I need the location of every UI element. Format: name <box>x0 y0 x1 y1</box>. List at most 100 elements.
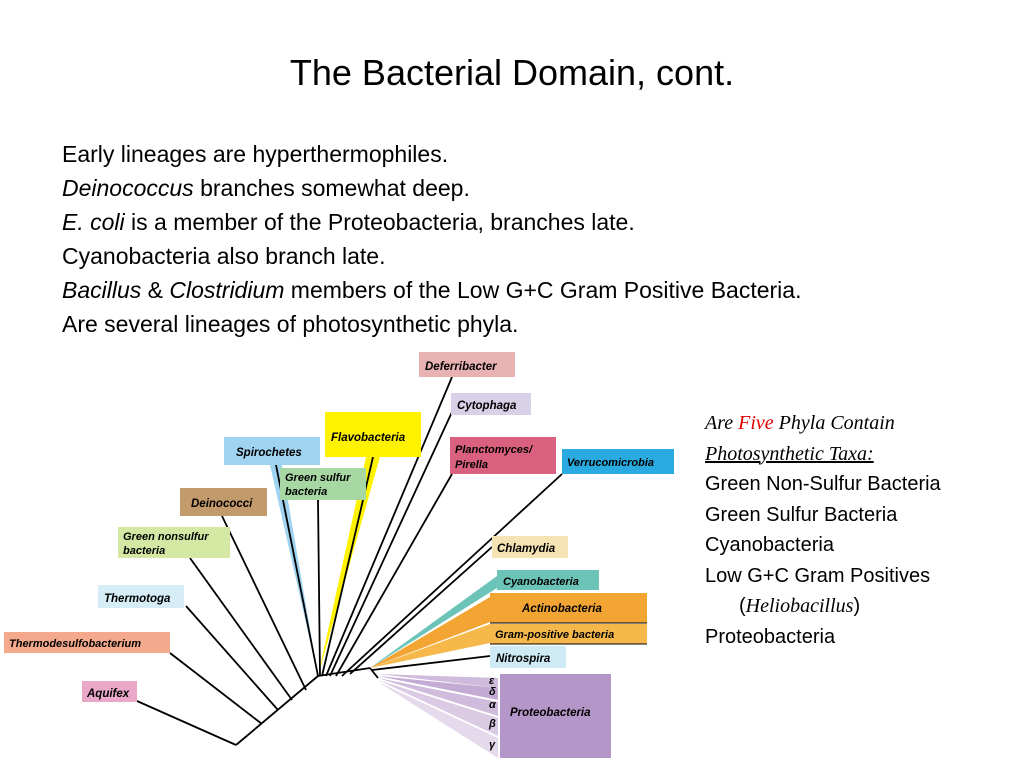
branch-planctomyces <box>335 473 453 677</box>
branch-main <box>317 667 371 677</box>
sidebar-heading-line2: Photosynthetic Taxa: <box>705 439 941 470</box>
subdivision-epsilon: ε <box>489 675 495 687</box>
bullet-deinococcus: Deinococcus branches somewhat deep. <box>62 171 801 205</box>
branch-cytophaga <box>329 411 453 677</box>
label-green-nonsulfur: Green nonsulfur bacteria <box>118 527 230 558</box>
proteobacteria-subdivisions: ε δ α β γ <box>488 675 497 751</box>
sidebar-item: Green Sulfur Bacteria <box>705 503 898 526</box>
proteobacteria-wedge-epsilon <box>378 674 498 688</box>
bullet-italic: Clostridium <box>169 277 285 303</box>
paren-open: ( <box>739 595 746 617</box>
label-text: bacteria <box>123 545 165 557</box>
branch-spirochetes <box>275 464 319 677</box>
subdivision-gamma: γ <box>489 739 496 751</box>
branch-chlamydia <box>349 546 493 675</box>
branch-thermodesulfobacterium <box>169 652 263 725</box>
label-cyanobacteria: Cyanobacteria <box>497 570 599 590</box>
branch-aquifex <box>136 700 237 746</box>
branch-trunk <box>235 675 319 746</box>
label-text: Green nonsulfur <box>123 531 209 543</box>
label-deinococci: Deinococci <box>180 488 267 516</box>
subdivision-beta: β <box>488 718 496 730</box>
bullet-text: branches somewhat deep. <box>193 175 470 201</box>
label-text: Chlamydia <box>497 543 556 555</box>
bullet-bacillus: Bacillus & Clostridium members of the Lo… <box>62 273 801 307</box>
branch-nitrospira <box>371 655 491 671</box>
spirochetes-wedge <box>270 465 318 676</box>
branch-thermotoga <box>185 605 279 711</box>
label-spirochetes: Spirochetes <box>224 437 320 465</box>
cyanobacteria-wedge <box>370 576 497 668</box>
slide-title: The Bacterial Domain, cont. <box>289 52 735 93</box>
bullet-text: Cyanobacteria also branch late. <box>62 243 386 269</box>
actinobacteria-wedge <box>370 597 490 668</box>
bullet-italic: E. coli <box>62 209 125 235</box>
proteobacteria-wedge-alpha <box>378 678 498 716</box>
label-text: bacteria <box>285 486 327 498</box>
label-gram-positive: Gram-positive bacteria <box>490 624 647 644</box>
label-text: Spirochetes <box>236 447 302 459</box>
bullet-text: Are several lineages of photosynthetic p… <box>62 311 519 337</box>
label-text: Nitrospira <box>496 653 551 665</box>
proteobacteria-wedge-gamma <box>378 682 498 758</box>
label-aquifex: Aquifex <box>82 681 137 702</box>
sidebar-sub-item: (Heliobacillus) <box>705 591 941 622</box>
bullet-text: & <box>141 277 170 303</box>
bullet-ecoli: E. coli is a member of the Proteobacteri… <box>62 205 801 239</box>
sidebar-heading: Are Five Phyla Contain <box>705 408 941 439</box>
label-text: Green sulfur <box>285 472 351 484</box>
gram-positive-wedge <box>370 624 490 668</box>
heading-five: Five <box>738 412 774 434</box>
label-text: Verrucomicrobia <box>567 457 654 469</box>
label-nitrospira: Nitrospira <box>490 646 566 668</box>
sidebar-item: Proteobacteria <box>705 625 836 648</box>
branch-green-sulfur <box>317 499 321 677</box>
proteobacteria-wedge-beta <box>378 680 498 736</box>
label-text: Deinococci <box>191 498 253 510</box>
heliobacillus: Heliobacillus <box>745 595 854 617</box>
bullet-text: is a member of the Proteobacteria, branc… <box>124 209 635 235</box>
photosynthetic-phyla-box: Are Five Phyla Contain Photosynthetic Ta… <box>705 408 941 652</box>
branch-green-nonsulfur <box>189 557 293 701</box>
label-text: Cytophaga <box>457 400 517 412</box>
label-boxes: Deferribacter Cytophaga Flavobacteria Sp… <box>4 352 674 758</box>
label-text: Actinobacteria <box>521 603 602 615</box>
bullet-cyanobacteria: Cyanobacteria also branch late. <box>62 239 801 273</box>
branch-deinococci <box>221 515 307 691</box>
sidebar-item: Green Non-Sulfur Bacteria <box>705 473 941 495</box>
label-green-sulfur: Green sulfur bacteria <box>280 468 366 500</box>
branch-proteo-stem <box>369 667 379 679</box>
label-text: Thermotoga <box>104 593 171 605</box>
bullet-photosynthetic: Are several lineages of photosynthetic p… <box>62 307 801 341</box>
label-text: Deferribacter <box>425 361 497 373</box>
bullet-italic: Deinococcus <box>62 175 194 201</box>
proteobacteria-wedge-delta <box>378 676 498 700</box>
label-text: Planctomyces/ <box>455 444 534 456</box>
bullet-text: Early lineages are hyperthermophiles. <box>62 141 449 167</box>
label-text: Thermodesulfobacterium <box>9 638 141 650</box>
label-text: Cyanobacteria <box>503 576 579 588</box>
label-text: Flavobacteria <box>331 432 406 444</box>
label-planctomyces: Planctomyces/ Pirella <box>450 437 556 474</box>
label-text: Proteobacteria <box>510 707 591 719</box>
branch-verrucomicrobia <box>341 473 563 677</box>
sidebar-item: Cyanobacteria <box>705 534 834 556</box>
paren-close: ) <box>853 595 861 617</box>
label-cytophaga: Cytophaga <box>451 393 531 415</box>
label-flavobacteria: Flavobacteria <box>325 412 421 457</box>
label-thermodesulfobacterium: Thermodesulfobacterium <box>4 632 170 653</box>
flavobacteria-wedge <box>318 457 380 676</box>
bullet-italic: Bacillus <box>62 277 142 303</box>
label-text: Aquifex <box>86 688 130 700</box>
label-chlamydia: Chlamydia <box>492 536 568 558</box>
bullet-text: members of the Low G+C Gram Positive Bac… <box>284 277 802 303</box>
label-text: Pirella <box>455 459 488 471</box>
bullet-list: Early lineages are hyperthermophiles. De… <box>62 137 801 341</box>
heading-are: Are <box>705 412 739 434</box>
sidebar-item: Low G+C Gram Positives <box>705 564 931 587</box>
label-verrucomicrobia: Verrucomicrobia <box>562 449 674 474</box>
label-proteobacteria: Proteobacteria <box>500 674 611 758</box>
heading-line2: Photosynthetic Taxa: <box>705 442 874 465</box>
label-text: Gram-positive bacteria <box>495 629 614 641</box>
